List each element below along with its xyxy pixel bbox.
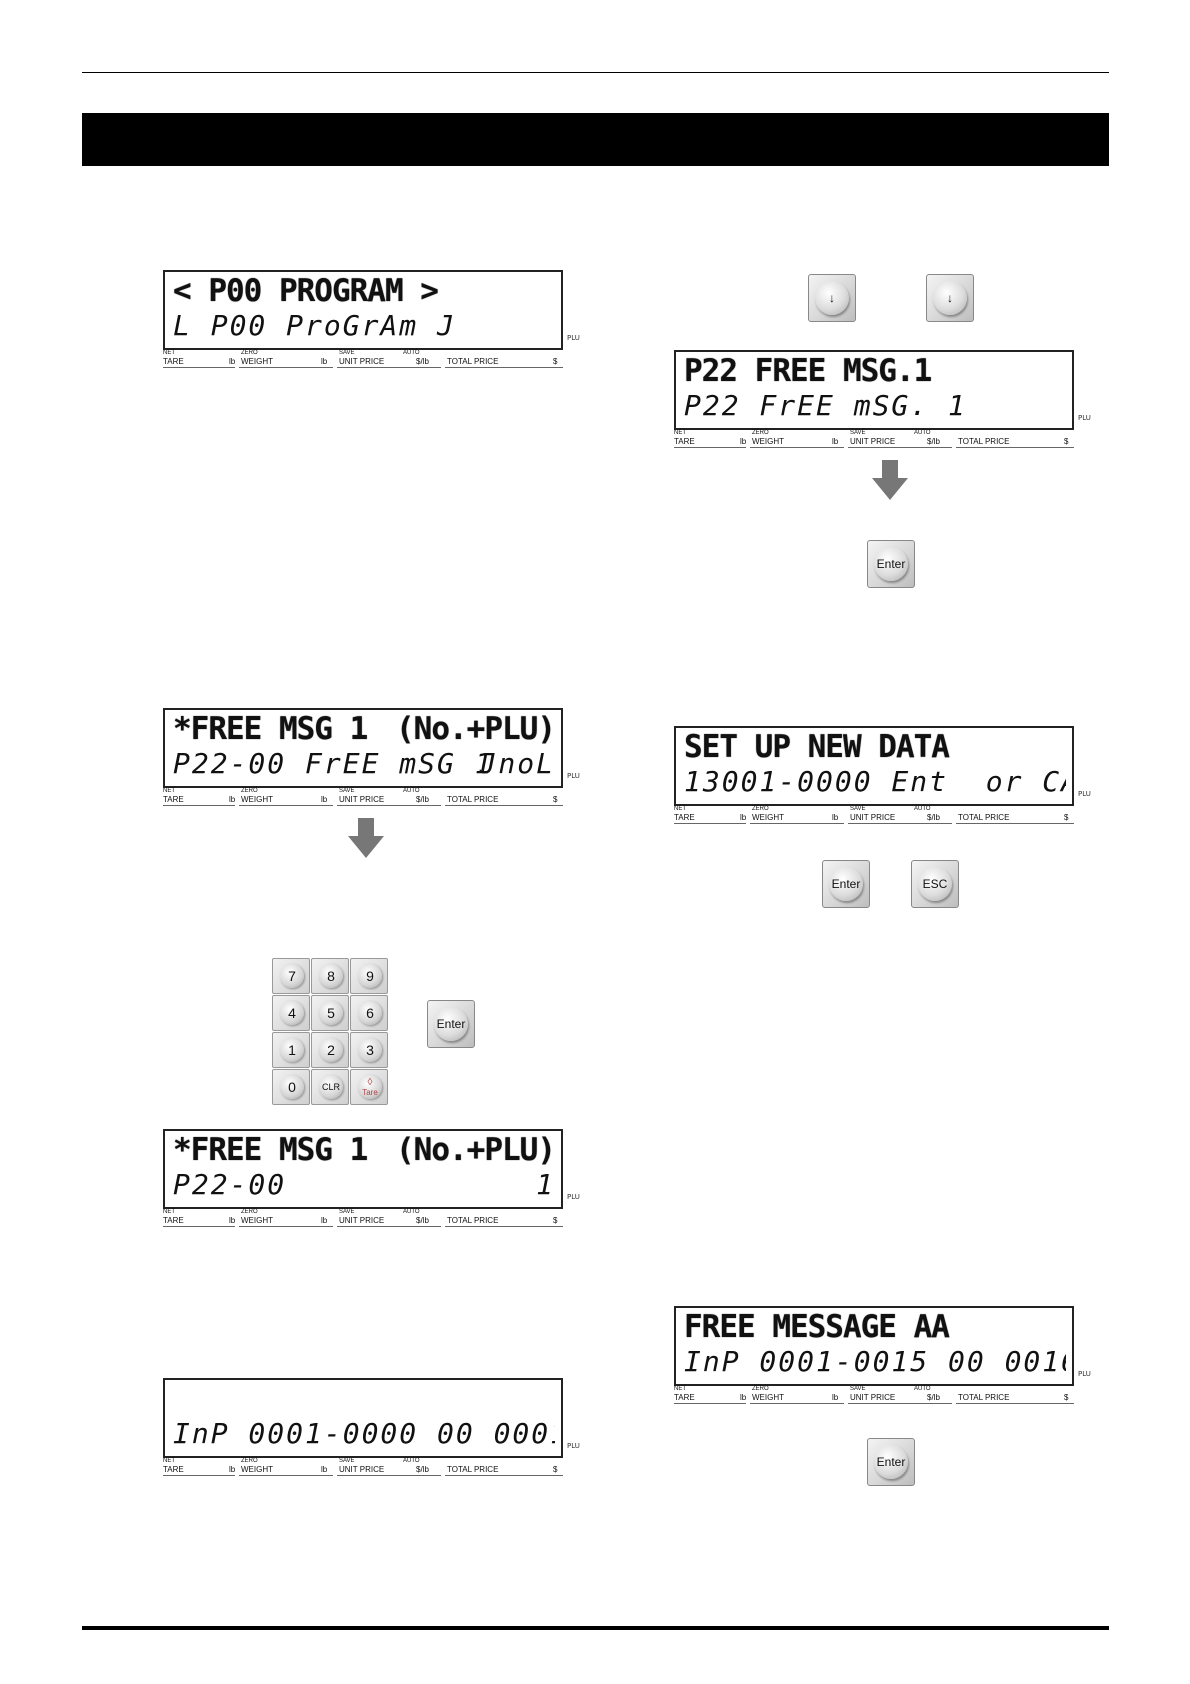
key-2[interactable]: 2 bbox=[311, 1032, 349, 1068]
lcd-line-2: P22 FrEE mSG. 1 bbox=[684, 392, 967, 420]
lcd-line-2: InP 0001-0000 00 0001- bbox=[173, 1420, 555, 1448]
down-arrow-icon: ↓ bbox=[933, 281, 967, 315]
lcd-display-p22-free-msg: P22 FREE MSG.1 P22 FrEE mSG. 1 PLU NET T… bbox=[674, 350, 1091, 448]
plu-label: PLU bbox=[567, 772, 580, 780]
lcd-display-input-line: InP 0001-0000 00 0001- PLU NET TARE lb Z… bbox=[163, 1378, 580, 1476]
flow-down-arrow-icon bbox=[872, 460, 908, 500]
lcd-screen: < P00 PROGRAM > L P00 ProGrAm J bbox=[163, 270, 563, 350]
lcd-line-2: 13001-0000 Ent or CAnC bbox=[684, 768, 1066, 796]
lcd-line-1: < P00 PROGRAM > bbox=[173, 276, 439, 307]
down-arrow-key-2[interactable]: ↓ bbox=[926, 274, 974, 322]
lcd-display-program: < P00 PROGRAM > L P00 ProGrAm J PLU NET … bbox=[163, 270, 580, 368]
lcd-line-2: L P00 ProGrAm J bbox=[173, 312, 456, 340]
lcd-display-set-up-new-data: SET UP NEW DATA 13001-0000 Ent or CAnC P… bbox=[674, 726, 1091, 824]
key-5[interactable]: 5 bbox=[311, 995, 349, 1031]
enter-key[interactable]: Enter bbox=[867, 540, 915, 588]
plu-label: PLU bbox=[1078, 1370, 1091, 1378]
enter-key-label: Enter bbox=[874, 547, 908, 581]
key-6[interactable]: 6 bbox=[350, 995, 388, 1031]
lcd-annunciator-labels: NET TARE lb ZERO WEIGHT lb SAVE UNIT PRI… bbox=[674, 1386, 1074, 1404]
lcd-screen: P22 FREE MSG.1 P22 FrEE mSG. 1 bbox=[674, 350, 1074, 430]
lcd-line-2: InP 0001-0015 00 0016- bbox=[684, 1348, 1066, 1376]
enter-key-label: Enter bbox=[874, 1445, 908, 1479]
key-1[interactable]: 1 bbox=[272, 1032, 310, 1068]
enter-key-label: Enter bbox=[434, 1007, 468, 1041]
lcd-screen: FREE MESSAGE AA InP 0001-0015 00 0016- bbox=[674, 1306, 1074, 1386]
lcd-line-1: FREE MESSAGE AA bbox=[684, 1312, 950, 1343]
lcd-line-1: *FREE MSG 1(No.+PLU) bbox=[173, 714, 555, 745]
key-9[interactable]: 9 bbox=[350, 958, 388, 994]
esc-key[interactable]: ESC bbox=[911, 860, 959, 908]
enter-key-numpad[interactable]: Enter bbox=[427, 1000, 475, 1048]
lcd-display-free-message-aa: FREE MESSAGE AA InP 0001-0015 00 0016- P… bbox=[674, 1306, 1091, 1404]
flow-down-arrow-icon bbox=[348, 818, 384, 858]
lcd-line-1: *FREE MSG 1(No.+PLU) bbox=[173, 1135, 555, 1166]
lcd-annunciator-labels: NET TARE lb ZERO WEIGHT lb SAVE UNIT PRI… bbox=[163, 1209, 563, 1227]
plu-label: PLU bbox=[567, 1442, 580, 1450]
lcd-annunciator-labels: NET TARE lb ZERO WEIGHT lb SAVE UNIT PRI… bbox=[163, 1458, 563, 1476]
lcd-line-1: P22 FREE MSG.1 bbox=[684, 356, 932, 387]
key-tare[interactable]: ◊Tare bbox=[350, 1069, 388, 1105]
numeric-keypad: 7 8 9 4 5 6 1 2 3 0 CLR ◊Tare bbox=[272, 958, 390, 1110]
lcd-screen: InP 0001-0000 00 0001- bbox=[163, 1378, 563, 1458]
down-arrow-icon: ↓ bbox=[815, 281, 849, 315]
enter-key-final[interactable]: Enter bbox=[867, 1438, 915, 1486]
lcd-annunciator-labels: NET TARE lb ZERO WEIGHT lb SAVE UNIT PRI… bbox=[163, 350, 563, 368]
key-8[interactable]: 8 bbox=[311, 958, 349, 994]
lcd-annunciator-labels: NET TARE lb ZERO WEIGHT lb SAVE UNIT PRI… bbox=[674, 806, 1074, 824]
lcd-line-1: SET UP NEW DATA bbox=[684, 732, 950, 763]
down-arrow-key[interactable]: ↓ bbox=[808, 274, 856, 322]
plu-label: PLU bbox=[567, 334, 580, 342]
enter-key-label: Enter bbox=[829, 867, 863, 901]
lcd-screen: SET UP NEW DATA 13001-0000 Ent or CAnC bbox=[674, 726, 1074, 806]
key-7[interactable]: 7 bbox=[272, 958, 310, 994]
lcd-annunciator-labels: NET TARE lb ZERO WEIGHT lb SAVE UNIT PRI… bbox=[674, 430, 1074, 448]
esc-key-label: ESC bbox=[918, 867, 952, 901]
header-rule bbox=[82, 72, 1109, 73]
lcd-annunciator-labels: NET TARE lb ZERO WEIGHT lb SAVE UNIT PRI… bbox=[163, 788, 563, 806]
key-3[interactable]: 3 bbox=[350, 1032, 388, 1068]
key-4[interactable]: 4 bbox=[272, 995, 310, 1031]
section-title-banner bbox=[82, 113, 1109, 166]
footer-rule bbox=[82, 1626, 1109, 1630]
tare-icon: ◊Tare bbox=[358, 1075, 382, 1099]
key-clr[interactable]: CLR bbox=[311, 1069, 349, 1105]
enter-key-confirm[interactable]: Enter bbox=[822, 860, 870, 908]
plu-label: PLU bbox=[567, 1193, 580, 1201]
plu-label: PLU bbox=[1078, 790, 1091, 798]
key-0[interactable]: 0 bbox=[272, 1069, 310, 1105]
plu-label: PLU bbox=[1078, 414, 1091, 422]
